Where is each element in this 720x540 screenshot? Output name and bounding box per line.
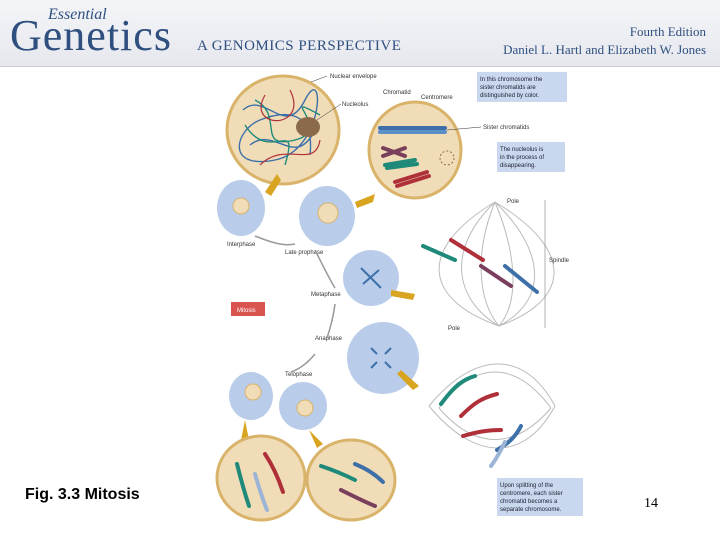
label-chromatid: Chromatid xyxy=(383,90,411,96)
note-box-2 xyxy=(497,142,565,172)
daughter-left-chromosomes xyxy=(235,452,285,512)
authors-label: Daniel L. Hartl and Elizabeth W. Jones xyxy=(503,42,706,57)
note-3-line-4: separate chromosome. xyxy=(500,507,562,513)
label-spindle: Spindle xyxy=(549,258,570,264)
stage-arrows xyxy=(241,174,419,448)
mitosis-badge xyxy=(231,302,265,316)
label-anaphase: Anaphase xyxy=(315,336,343,342)
cycle-arrows xyxy=(254,235,336,373)
label-sister-chromatids: Sister chromatids xyxy=(483,125,529,131)
anaphase-spindle xyxy=(428,363,556,449)
note-1-line-1: In this chromosome the xyxy=(480,77,543,83)
daughter-cell-left xyxy=(215,434,307,522)
label-nucleolus: Nucleolus xyxy=(342,102,368,108)
nucleolus-shape xyxy=(296,117,320,137)
prophase-nucleolus xyxy=(439,150,455,166)
note-3-line-2: centromere, each sister xyxy=(500,491,563,497)
prophase-chromosomes xyxy=(378,126,447,188)
note-3-line-3: chromatid becomes a xyxy=(500,499,558,505)
note-2-line-2: in the process of xyxy=(500,155,544,161)
brand-subtitle: A GENOMICS PERSPECTIVE xyxy=(197,38,402,54)
label-pole-bottom: Pole xyxy=(448,326,461,332)
mitosis-figure: Nuclear envelope Nucleolus Chromatid Cen… xyxy=(215,70,585,522)
interphase-large-cell xyxy=(225,74,341,186)
note-1-line-3: distinguished by color. xyxy=(480,93,539,99)
label-centromere: Centromere xyxy=(421,95,453,101)
chromatin-threads xyxy=(238,89,319,163)
label-metaphase: Metaphase xyxy=(311,292,341,298)
label-late-prophase: Late prophase xyxy=(285,250,324,256)
metaphase-chromosomes xyxy=(421,238,539,294)
brand-title: Genetics xyxy=(10,11,172,60)
note-3-line-1: Upon splitting of the xyxy=(500,483,554,489)
chromatin-threads-3 xyxy=(259,89,321,166)
figure-caption: Fig. 3.3 Mitosis xyxy=(25,486,140,503)
note-2-line-1: The nucleolus is xyxy=(500,147,543,153)
label-pole-top: Pole xyxy=(507,199,520,205)
anaphase-chromosomes xyxy=(439,374,523,468)
edition-label: Fourth Edition xyxy=(629,24,706,39)
mitosis-diagram: Nuclear envelope Nucleolus Chromatid Cen… xyxy=(215,72,583,522)
mitosis-badge-label: Mitosis xyxy=(237,308,256,314)
note-box-1 xyxy=(477,72,567,102)
label-interphase: Interphase xyxy=(227,242,256,248)
metaphase-spindle xyxy=(438,201,555,327)
note-1-line-2: sister chromatids are xyxy=(480,85,536,91)
note-box-3 xyxy=(497,478,583,516)
note-2-line-3: disappearing. xyxy=(500,163,536,169)
header-banner: Genetics Essential A GENOMICS PERSPECTIV… xyxy=(0,0,720,67)
label-nuclear-envelope: Nuclear envelope xyxy=(330,74,377,80)
page-number: 14 xyxy=(644,496,658,511)
label-telophase: Telophase xyxy=(285,372,313,378)
daughter-right-chromosomes xyxy=(319,462,385,508)
brand-essential: Essential xyxy=(48,6,107,23)
